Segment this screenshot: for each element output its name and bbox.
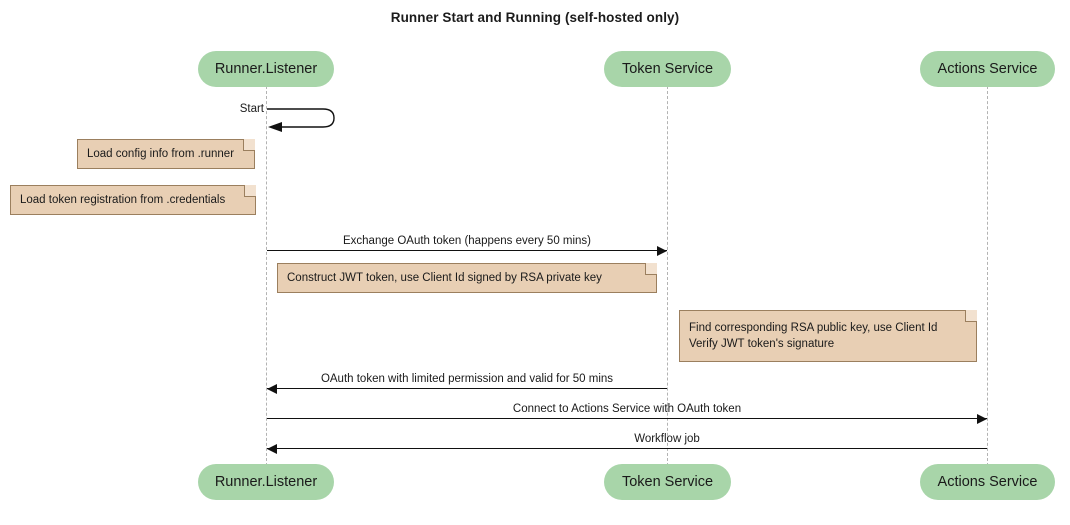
note-line: Load token registration from .credential… [20,194,226,206]
participant-actions-top[interactable]: Actions Service [920,51,1055,87]
arrowhead-left-icon [267,383,277,394]
message-line-connect-actions-service[interactable] [267,418,987,419]
message-label-oauth-token-response: OAuth token with limited permission and … [320,373,614,385]
participant-token-top[interactable]: Token Service [604,51,731,87]
participant-runner-bottom[interactable]: Runner.Listener [198,464,334,500]
participant-label: Token Service [621,474,714,490]
arrowhead-right-icon [657,245,667,256]
message-label-connect-actions-service: Connect to Actions Service with OAuth to… [512,403,742,415]
note-fold-icon [965,310,977,322]
lifeline-runner [266,86,267,466]
note-construct-jwt-token: Construct JWT token, use Client Id signe… [277,263,657,293]
diagram-title: Runner Start and Running (self-hosted on… [390,10,680,25]
note-fold-icon [645,263,657,275]
message-line-workflow-job[interactable] [267,448,987,449]
arrowhead-right-icon [977,413,987,424]
note-load-config: Load config info from .runner [77,139,255,169]
note-line: Construct JWT token, use Client Id signe… [287,272,602,284]
note-fold-icon [244,185,256,197]
arrowhead-left-icon [267,443,277,454]
note-load-token-registration: Load token registration from .credential… [10,185,256,215]
participant-label: Runner.Listener [214,474,318,490]
lifeline-token [667,86,668,466]
participant-actions-bottom[interactable]: Actions Service [920,464,1055,500]
message-label-workflow-job: Workflow job [634,433,700,445]
message-label-start: Start [239,103,264,115]
message-line-oauth-token-response[interactable] [267,388,667,389]
participant-label: Token Service [621,61,714,77]
self-message-start[interactable] [266,104,346,136]
note-line: Load config info from .runner [87,148,235,160]
message-line-exchange-oauth-token[interactable] [267,250,667,251]
message-label-exchange-oauth-token: Exchange OAuth token (happens every 50 m… [342,235,592,247]
participant-label: Actions Service [937,61,1038,77]
note-verify-jwt-signature: Find corresponding RSA public key, use C… [679,310,977,362]
participant-token-bottom[interactable]: Token Service [604,464,731,500]
note-line: Verify JWT token's signature [689,338,835,350]
participant-label: Actions Service [937,474,1038,490]
note-line: Find corresponding RSA public key, use C… [689,322,938,334]
participant-label: Runner.Listener [214,61,318,77]
lifeline-actions [987,86,988,466]
note-fold-icon [243,139,255,151]
participant-runner-top[interactable]: Runner.Listener [198,51,334,87]
